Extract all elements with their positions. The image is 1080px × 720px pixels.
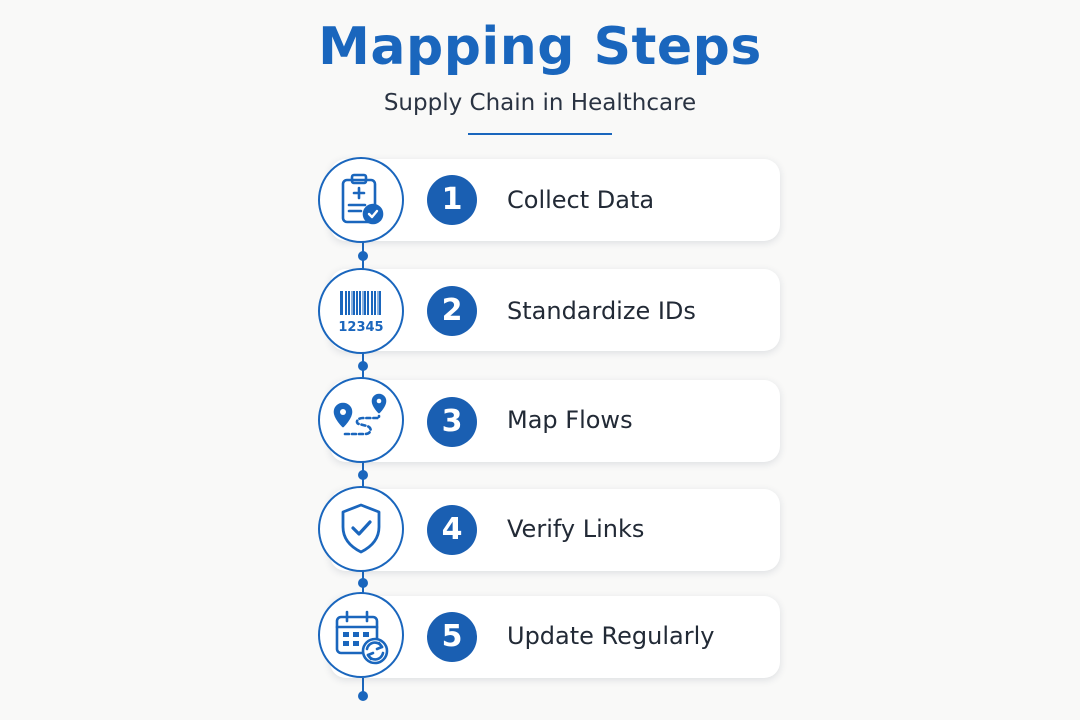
clipboard-check-icon (341, 173, 384, 225)
step-label-4: Verify Links (507, 515, 645, 543)
step-icon-circle-2: 12345 (318, 268, 404, 354)
map-route-icon (333, 393, 387, 436)
calendar-refresh-icon (335, 610, 389, 665)
step-card-3 (330, 380, 780, 462)
step-icon-circle-1 (318, 157, 404, 243)
step-number-badge-3: 3 (427, 397, 477, 447)
timeline-dot (358, 251, 368, 261)
page-title: Mapping Steps (318, 17, 762, 77)
step-label-1: Collect Data (507, 186, 655, 214)
timeline-dot (358, 578, 368, 588)
step-label-2: Standardize IDs (507, 297, 696, 325)
step-icon-circle-5 (318, 592, 404, 678)
timeline-dot (358, 361, 368, 371)
title-divider (468, 133, 612, 135)
step-icon-circle-4 (318, 486, 404, 572)
step-number-badge-4: 4 (427, 505, 477, 555)
step-icon-circle-3 (318, 377, 404, 463)
timeline-dot (358, 470, 368, 480)
shield-check-icon (341, 503, 381, 554)
step-label-3: Map Flows (507, 406, 633, 434)
step-number-badge-2: 2 (427, 286, 477, 336)
timeline-dot (358, 691, 368, 701)
barcode-icon: 12345 (338, 291, 384, 335)
step-card-5 (330, 596, 780, 678)
barcode-number: 12345 (338, 320, 383, 335)
step-number-badge-1: 1 (427, 175, 477, 225)
step-number-badge-5: 5 (427, 612, 477, 662)
step-card-2 (330, 269, 780, 351)
step-label-5: Update Regularly (507, 622, 715, 650)
step-card-4 (330, 489, 780, 571)
step-card-1 (330, 159, 780, 241)
page-subtitle: Supply Chain in Healthcare (383, 90, 697, 116)
